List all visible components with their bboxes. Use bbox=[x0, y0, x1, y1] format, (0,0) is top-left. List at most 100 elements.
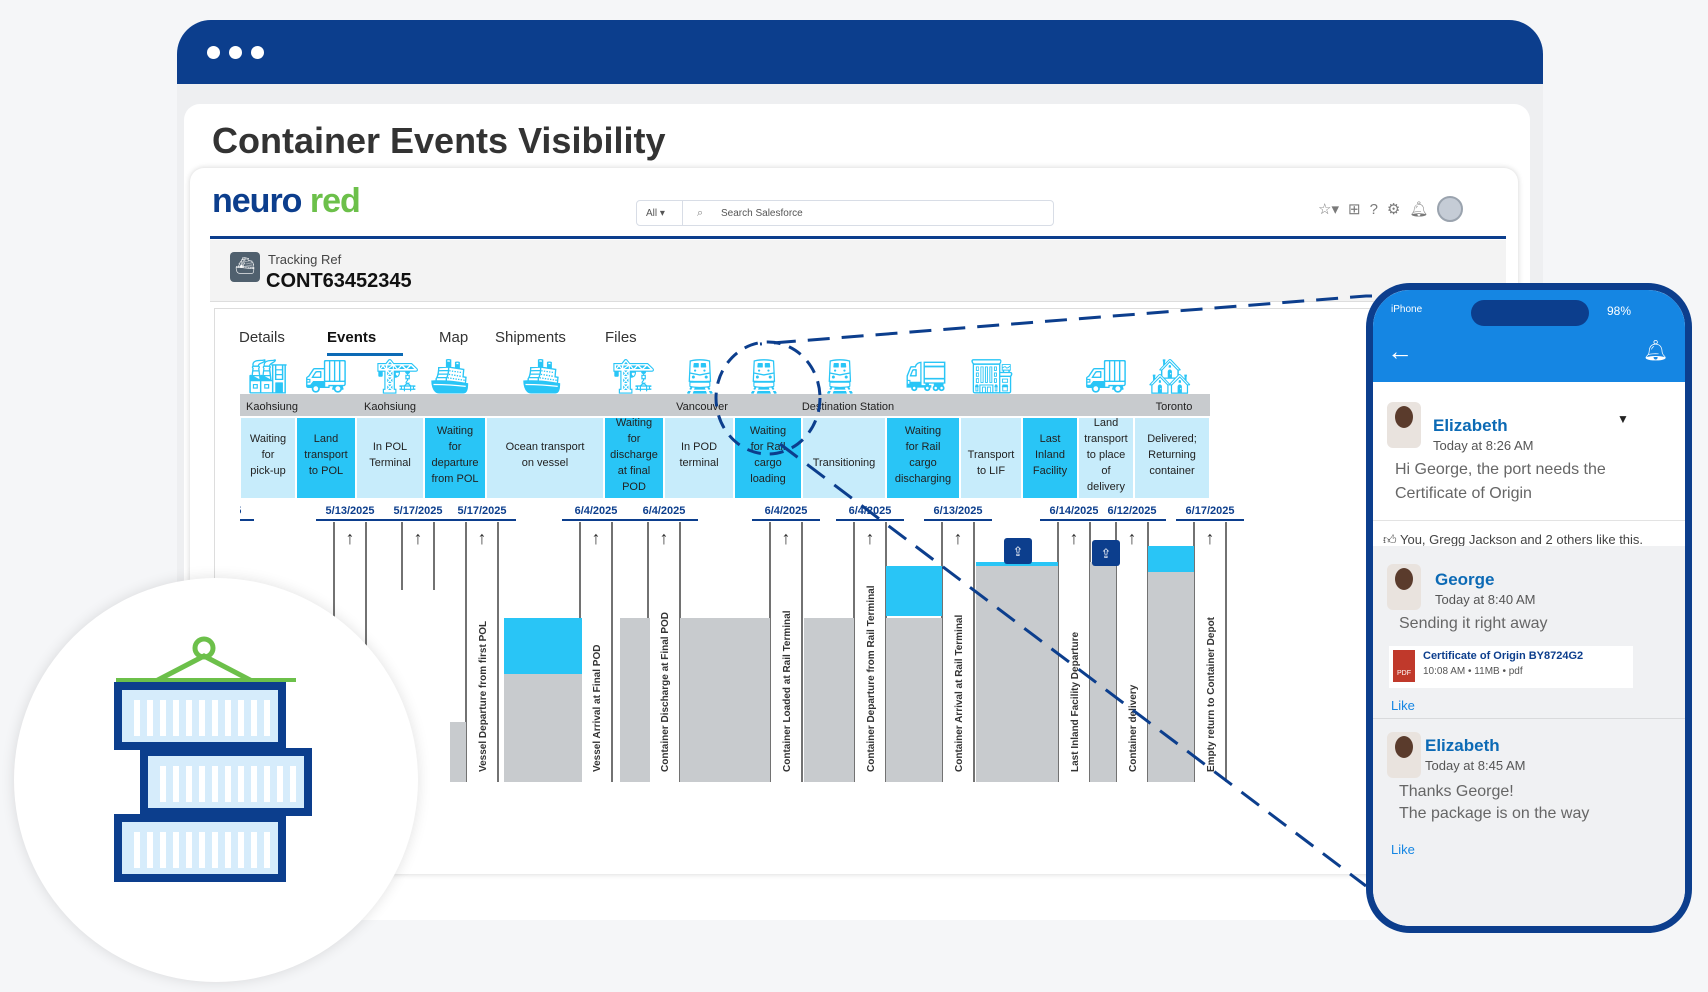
mobile-header: iPhone 98% ← 🔔︎ bbox=[1373, 290, 1685, 382]
tab-details[interactable]: Details bbox=[239, 329, 285, 346]
stage-label: transport bbox=[1084, 433, 1127, 445]
event-date: 5/13/2025 bbox=[326, 505, 375, 517]
chat-post: Elizabeth Today at 8:26 AM ▼ Hi George, … bbox=[1373, 382, 1685, 548]
notification-bell-icon[interactable]: 🔔︎ bbox=[1643, 340, 1669, 362]
progress-bar bbox=[886, 618, 942, 782]
event-date-box bbox=[316, 504, 384, 520]
event-label: Container Loaded at Rail Terminal bbox=[782, 610, 793, 772]
gear-icon[interactable]: ⚙ bbox=[1386, 201, 1401, 218]
transport-icon: 🚚︎ bbox=[1084, 358, 1127, 396]
location-label: Vancouver bbox=[676, 401, 728, 413]
stage-cell bbox=[297, 418, 355, 498]
stage-label: delivery bbox=[1087, 481, 1125, 493]
stacked-containers-icon bbox=[114, 636, 312, 882]
tab-shipments[interactable]: Shipments bbox=[495, 329, 566, 346]
window-dot-icon bbox=[251, 46, 264, 59]
stage-label: container bbox=[1149, 465, 1195, 477]
event-label: Last Inland Facility Departure bbox=[1070, 632, 1081, 772]
event-date: 6/4/2025 bbox=[575, 505, 618, 517]
record-value: CONT63452345 bbox=[266, 270, 412, 292]
bell-icon[interactable]: 🔔︎ bbox=[1409, 201, 1429, 218]
file-meta: 10:08 AM • 11MB • pdf bbox=[1423, 666, 1523, 677]
stage-label: Delivered; bbox=[1147, 433, 1197, 445]
logo-accent: red bbox=[309, 182, 361, 220]
tab-files[interactable]: Files bbox=[605, 329, 637, 346]
location-label: Kaohsiung bbox=[246, 401, 298, 413]
window-dot-icon bbox=[229, 46, 242, 59]
stage-label: departure bbox=[431, 457, 478, 469]
window-dot-icon bbox=[207, 46, 220, 59]
avatar bbox=[1387, 732, 1421, 778]
transport-icon: 🏗︎ bbox=[612, 358, 655, 396]
progress-bar bbox=[804, 618, 854, 782]
event-date: 6/12/2025 bbox=[1108, 505, 1157, 517]
progress-bar bbox=[1148, 546, 1194, 572]
search-icon: ⌕ bbox=[697, 207, 704, 219]
avatar bbox=[1387, 564, 1421, 610]
like-link[interactable]: Like bbox=[1391, 698, 1415, 713]
chevron-down-icon[interactable]: ▼ bbox=[1617, 412, 1629, 426]
up-arrow-icon: ↑ bbox=[592, 528, 601, 548]
tab-events[interactable]: Events bbox=[327, 329, 377, 346]
back-arrow-icon[interactable]: ← bbox=[1387, 336, 1413, 366]
stage-label: In POL bbox=[373, 441, 407, 453]
stage-cell bbox=[241, 418, 295, 498]
chat-replies: George Today at 8:40 AM Sending it right… bbox=[1373, 546, 1685, 926]
up-arrow-icon: ↑ bbox=[866, 528, 875, 548]
stage-label: cargo bbox=[909, 457, 937, 469]
event-date: 6/17/2025 bbox=[1186, 505, 1235, 517]
up-arrow-icon: ↑ bbox=[1206, 528, 1215, 548]
reply-author[interactable]: George bbox=[1435, 570, 1495, 589]
event-label: Container Departure from Rail Terminal bbox=[866, 585, 877, 772]
event-date: 6/4/2025 bbox=[643, 505, 686, 517]
avatar[interactable] bbox=[1437, 196, 1464, 222]
event-date-box bbox=[562, 504, 630, 520]
reply-author[interactable]: Elizabeth bbox=[1425, 736, 1500, 755]
page-title: Container Events Visibility bbox=[212, 120, 666, 161]
stage-label: Waiting bbox=[616, 417, 652, 429]
location-label: Destination Station bbox=[802, 401, 894, 413]
like-link[interactable]: Like bbox=[1391, 842, 1415, 857]
tab-map[interactable]: Map bbox=[439, 329, 469, 346]
stage-label: Returning bbox=[1148, 449, 1196, 461]
reply-text: The package is on the way bbox=[1399, 805, 1590, 822]
favorites-icon[interactable]: ☆▾ bbox=[1318, 201, 1339, 218]
carrier-label: iPhone bbox=[1391, 304, 1423, 315]
stage-label: to POL bbox=[309, 465, 343, 477]
up-arrow-icon: ↑ bbox=[1128, 528, 1137, 548]
reply-time: Today at 8:45 AM bbox=[1425, 758, 1526, 773]
stage-cell bbox=[605, 418, 663, 498]
post-author[interactable]: Elizabeth bbox=[1433, 416, 1508, 435]
transport-icon: 🚚︎ bbox=[304, 358, 347, 396]
transport-icon: 🏘︎ bbox=[1148, 358, 1191, 396]
event-date: 6/14/2025 bbox=[1050, 505, 1099, 517]
stage-label: Terminal bbox=[369, 457, 411, 469]
event-label: Container Discharge at Final POD bbox=[660, 612, 671, 772]
browser-window-header bbox=[177, 20, 1543, 84]
stage-label: to LIF bbox=[977, 465, 1005, 477]
up-arrow-icon: ↑ bbox=[346, 528, 355, 548]
event-label: Container Arrival at Rail Terminal bbox=[954, 615, 965, 772]
likes-summary: 👍︎ You, Gregg Jackson and 2 others like … bbox=[1383, 532, 1643, 548]
export-icon: ⇪ bbox=[1013, 544, 1024, 559]
search-scope-select[interactable]: All ▾ bbox=[637, 201, 683, 225]
up-arrow-icon: ↑ bbox=[782, 528, 791, 548]
global-search[interactable]: All ▾ ⌕ Search Salesforce bbox=[636, 200, 1054, 226]
stage-label: loading bbox=[750, 473, 785, 485]
event-date: 6/13/2025 bbox=[934, 505, 983, 517]
help-icon[interactable]: ? bbox=[1369, 200, 1378, 218]
up-arrow-icon: ↑ bbox=[954, 528, 963, 548]
post-time: Today at 8:26 AM bbox=[1433, 438, 1534, 453]
transport-icon: 🏬︎ bbox=[970, 358, 1013, 396]
search-input[interactable]: Search Salesforce bbox=[721, 208, 803, 219]
ship-icon: ⛴ bbox=[230, 252, 260, 282]
stage-label: for bbox=[262, 449, 275, 461]
file-attachment[interactable]: PDF Certificate of Origin BY8724G2 10:08… bbox=[1389, 646, 1633, 688]
stage-label: to place bbox=[1087, 449, 1126, 461]
add-icon[interactable]: ⊞ bbox=[1347, 201, 1361, 218]
active-tab-indicator bbox=[327, 353, 403, 356]
progress-bar bbox=[620, 618, 650, 782]
transport-icon: 🚢︎ bbox=[520, 358, 563, 396]
event-label: Vessel Arrival at Final POD bbox=[592, 645, 603, 772]
progress-bar bbox=[976, 566, 1058, 782]
